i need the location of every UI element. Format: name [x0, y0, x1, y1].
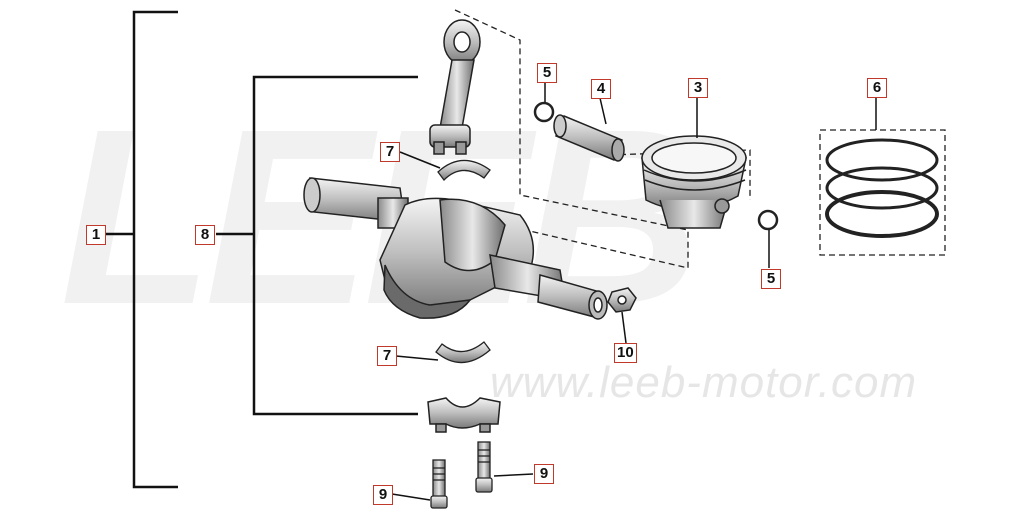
- callout-8: 8: [195, 225, 215, 245]
- leader-lines: [391, 82, 877, 501]
- piston-rings: [825, 138, 939, 238]
- circlip-lower: [757, 209, 779, 231]
- callout-10: 10: [614, 343, 637, 363]
- crank-nut: [607, 287, 637, 313]
- rod-bolt-right: [475, 441, 493, 493]
- callout-7-upper: 7: [380, 142, 400, 162]
- callout-5-lower: 5: [761, 269, 781, 289]
- bearing-shell-lower: [435, 341, 491, 364]
- rod-cap: [427, 397, 501, 433]
- watermark-url: www.leeb-motor.com: [490, 358, 918, 407]
- rod-bolt-left: [430, 459, 448, 509]
- assembly-guide-lines: [439, 9, 946, 269]
- callout-7-lower: 7: [377, 346, 397, 366]
- piston: [641, 135, 747, 229]
- bearing-shell-upper: [437, 159, 491, 181]
- circlip-upper: [533, 101, 555, 123]
- callout-6: 6: [867, 78, 887, 98]
- callout-4: 4: [591, 79, 611, 99]
- crankshaft: [303, 177, 608, 320]
- bracket-assembly-8: [216, 75, 418, 416]
- callout-5-upper: 5: [537, 63, 557, 83]
- callout-3: 3: [688, 78, 708, 98]
- bracket-assembly-1: [106, 10, 178, 489]
- callout-9-right: 9: [534, 464, 554, 484]
- callout-1: 1: [86, 225, 106, 245]
- piston-pin: [553, 114, 625, 162]
- callout-9-left: 9: [373, 485, 393, 505]
- connecting-rod: [429, 19, 481, 155]
